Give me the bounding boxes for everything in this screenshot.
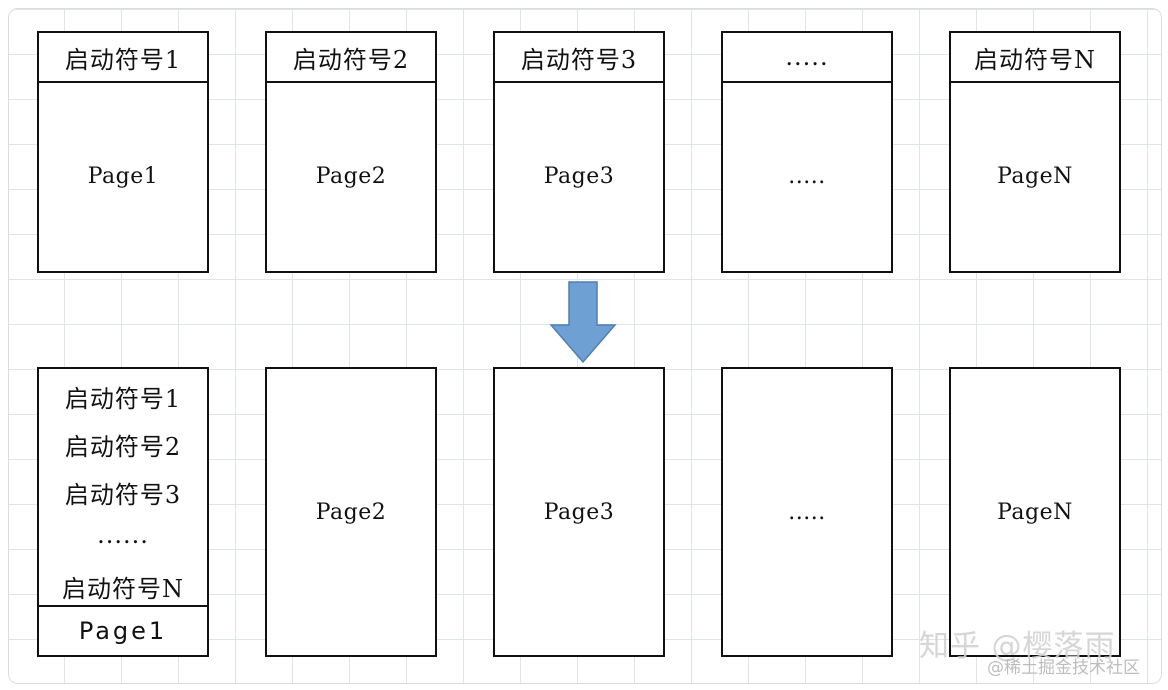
top-box-4-label: .....	[788, 163, 826, 189]
bottom-box-5: PageN	[949, 367, 1121, 657]
top-box-4-header: .....	[723, 33, 891, 83]
top-box-2-label: Page2	[315, 163, 387, 189]
top-box-3-header: 启动符号3	[495, 33, 663, 83]
top-box-5-label: PageN	[997, 163, 1073, 189]
watermark-zhihu: 知乎 @樱落雨	[919, 629, 1116, 664]
merged-item-4: ......	[97, 521, 149, 549]
merged-item-5: 启动符号N	[62, 575, 184, 603]
top-box-5-header: 启动符号N	[951, 33, 1119, 83]
bottom-box-2: Page2	[265, 367, 437, 657]
bottom-box-4-label: .....	[788, 499, 826, 525]
top-box-2: 启动符号2 Page2	[265, 31, 437, 273]
merged-item-2: 启动符号2	[64, 433, 182, 461]
top-box-1: 启动符号1 Page1	[37, 31, 209, 273]
bottom-box-merged: 启动符号1 启动符号2 启动符号3 ...... 启动符号N Page1	[37, 367, 209, 657]
top-box-3-label: Page3	[543, 163, 615, 189]
top-box-4: ..... .....	[721, 31, 893, 273]
bottom-box-4: .....	[721, 367, 893, 657]
diagram-canvas: 启动符号1 Page1 启动符号2 Page2 启动符号3 Page3 ....…	[8, 8, 1162, 684]
bottom-box-3-label: Page3	[543, 499, 615, 525]
watermark-juejin: @稀土掘金技术社区	[987, 658, 1140, 678]
merged-item-3: 启动符号3	[64, 481, 182, 509]
top-box-1-label: Page1	[87, 163, 159, 189]
down-arrow-icon	[549, 281, 617, 364]
top-box-2-header: 启动符号2	[267, 33, 435, 83]
top-box-3: 启动符号3 Page3	[493, 31, 665, 273]
top-box-5: 启动符号N PageN	[949, 31, 1121, 273]
merged-page1-label: Page1	[39, 605, 207, 655]
bottom-box-3: Page3	[493, 367, 665, 657]
top-box-1-header: 启动符号1	[39, 33, 207, 83]
bottom-box-2-label: Page2	[315, 499, 387, 525]
down-arrow-shape	[549, 281, 617, 364]
bottom-box-5-label: PageN	[997, 499, 1073, 525]
merged-item-1: 启动符号1	[64, 385, 182, 413]
